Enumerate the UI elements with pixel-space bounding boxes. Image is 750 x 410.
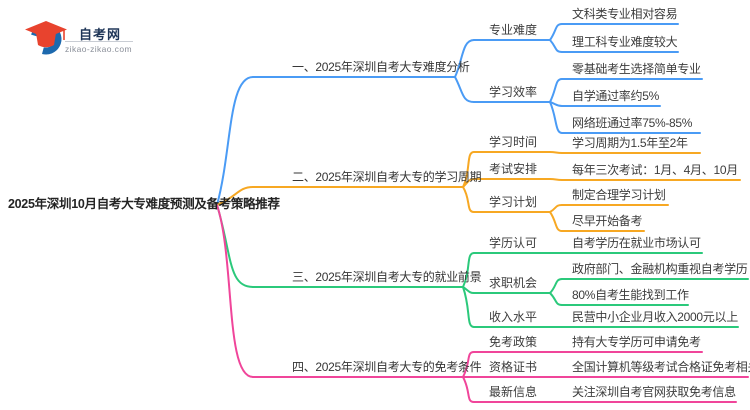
site-name: 自考网 <box>79 27 122 42</box>
branch-3-child-1-leaf-1: 自考学历在就业市场认可 <box>572 236 701 250</box>
branch-1-child-2-leaf-3: 网络班通过率75%-85% <box>572 116 693 130</box>
branch-1-child-2-leaf-2: 自学通过率约5% <box>572 89 659 103</box>
branch-3-child-2-leaf-1: 政府部门、金融机构重视自考学历 <box>572 262 748 276</box>
graduation-cap-icon <box>25 21 67 55</box>
logo-divider <box>65 41 133 42</box>
branch-2-child-1-leaf-1: 学习周期为1.5年至2年 <box>572 136 688 150</box>
branch-2-connectors <box>216 151 741 232</box>
branch-1-child-2-label: 学习效率 <box>489 85 538 99</box>
branch-2-child-3-leaf-2: 尽早开始备考 <box>572 214 643 228</box>
branch-3-label: 三、2025年深圳自考大专的就业前景 <box>292 270 482 284</box>
branch-4-child-2-label: 资格证书 <box>489 360 538 374</box>
branch-4-child-1-label: 免考政策 <box>489 335 538 349</box>
branch-2-child-2-label: 考试安排 <box>489 162 538 176</box>
branch-3-child-2-label: 求职机会 <box>489 276 538 290</box>
branch-1-label: 一、2025年深圳自考大专难度分析 <box>292 60 470 74</box>
branch-3-child-1-label: 学历认可 <box>489 236 538 250</box>
site-domain: zikao-zikao.com <box>65 44 132 54</box>
branch-1-child-2-leaf-1: 零基础考生选择简单专业 <box>572 62 701 76</box>
branch-4-child-3-label: 最新信息 <box>489 385 538 399</box>
branch-1-child-1-leaf-1: 文科类专业相对容易 <box>572 7 678 21</box>
branch-2-child-2-leaf-1: 每年三次考试：1月、4月、10月 <box>572 163 738 177</box>
branch-1-connectors <box>216 23 703 206</box>
branch-4-child-3-leaf-1: 关注深圳自考官网获取免考信息 <box>572 385 736 399</box>
branch-4-child-1-leaf-1: 持有大专学历可申请免考 <box>572 335 701 349</box>
branch-4-child-2-leaf-1: 全国计算机等级考试合格证免考相关课程 <box>572 360 750 374</box>
branch-4-label: 四、2025年深圳自考大专的免考条件 <box>292 360 482 374</box>
branch-2-child-3-label: 学习计划 <box>489 195 538 209</box>
site-logo: 自考网 zikao-zikao.com <box>0 0 170 70</box>
branch-2-child-3-leaf-1: 制定合理学习计划 <box>572 188 666 202</box>
root-title: 2025年深圳10月自考大专难度预测及备考策略推荐 <box>8 197 280 211</box>
branch-3-child-2-leaf-2: 80%自考生能找到工作 <box>572 288 689 302</box>
branch-1-child-1-label: 专业难度 <box>489 23 538 37</box>
branch-2-label: 二、2025年深圳自考大专的学习周期 <box>292 170 482 184</box>
branch-2-child-1-label: 学习时间 <box>489 135 538 149</box>
branch-3-connectors <box>216 204 749 328</box>
branch-3-child-3-leaf-1: 民营中小企业月收入2000元以上 <box>572 310 738 324</box>
branch-4-connectors <box>216 204 749 403</box>
branch-1-child-1-leaf-2: 理工科专业难度较大 <box>572 35 678 49</box>
branch-3-child-3-label: 收入水平 <box>489 310 538 324</box>
